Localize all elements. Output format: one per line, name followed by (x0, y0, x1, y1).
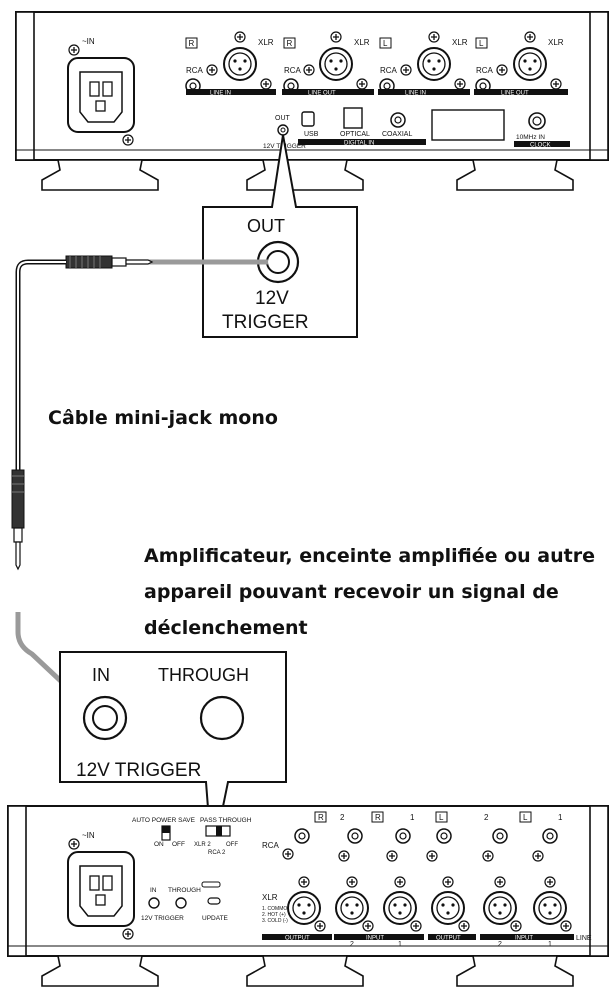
svg-text:IN: IN (150, 887, 157, 894)
svg-text:RCA: RCA (262, 841, 280, 850)
svg-text:L: L (479, 39, 484, 48)
svg-text:CLOCK: CLOCK (530, 143, 551, 149)
svg-text:ON: ON (154, 841, 164, 848)
bottom-output-l: L OUTPUT (426, 811, 476, 942)
bottom-device-rear-panel: ~IN AUTO POWER SAVE ON OFF PASS THROUGH … (7, 805, 609, 987)
svg-text:12V TRIGGER: 12V TRIGGER (141, 915, 184, 922)
svg-text:OUTPUT: OUTPUT (436, 936, 461, 942)
device-caption-line-3: déclenchement (144, 617, 308, 639)
top-callout-trigger-out: OUT 12V TRIGGER (202, 134, 358, 338)
svg-text:1. COMMON: 1. COMMON (262, 906, 291, 912)
svg-text:R: R (318, 813, 324, 822)
svg-text:LINE OUT: LINE OUT (308, 91, 336, 97)
svg-text:2: 2 (484, 813, 489, 822)
svg-text:RCA 2: RCA 2 (208, 850, 226, 856)
svg-text:COAXIAL: COAXIAL (382, 131, 412, 138)
top-foot-right (456, 159, 574, 191)
svg-text:LINE OUT: LINE OUT (501, 91, 529, 97)
top-blank-plate (431, 109, 505, 141)
svg-text:DIGITAL IN: DIGITAL IN (344, 141, 374, 147)
svg-text:1: 1 (398, 941, 402, 948)
bottom-foot-left (41, 955, 159, 987)
svg-text:IN: IN (92, 665, 110, 685)
svg-text:1: 1 (548, 941, 552, 948)
bottom-pass-through: PASS THROUGH XLR 2 OFF RCA 2 (194, 817, 252, 856)
top-foot-left (41, 159, 159, 191)
cable-label: Câble mini-jack mono (48, 407, 278, 429)
top-foot-middle (246, 159, 364, 191)
bottom-ac-inlet: ~IN (67, 831, 135, 940)
svg-text:12V: 12V (255, 288, 289, 309)
bottom-output-r: RCA R XLR 1. COMMON 2. HOT (+) 3. COLD (… (262, 811, 332, 942)
svg-text:THROUGH: THROUGH (158, 665, 249, 685)
svg-text:AUTO POWER SAVE: AUTO POWER SAVE (132, 817, 196, 824)
svg-text:RCA: RCA (380, 66, 398, 75)
mono-mini-jack-cable (11, 255, 268, 718)
svg-text:L: L (439, 813, 444, 822)
svg-text:XLR: XLR (262, 893, 278, 902)
svg-text:USB: USB (304, 131, 319, 138)
bottom-trigger-jacks: IN THROUGH 12V TRIGGER UPDATE (141, 881, 229, 922)
svg-text:XLR: XLR (258, 38, 274, 47)
top-line-in-r: R RCA XLR LINE IN (185, 31, 276, 97)
bottom-auto-power-save: AUTO POWER SAVE ON OFF (132, 817, 196, 848)
svg-text:3. COLD (-): 3. COLD (-) (262, 918, 288, 924)
svg-text:OUTPUT: OUTPUT (285, 936, 310, 942)
bottom-foot-middle (246, 955, 364, 987)
device-caption-line-2: appareil pouvant recevoir un signal de (144, 581, 559, 603)
svg-text:2. HOT (+): 2. HOT (+) (262, 912, 286, 918)
svg-text:XLR 2: XLR 2 (194, 842, 211, 848)
top-line-out-l: L RCA XLR LINE OUT (474, 31, 568, 97)
svg-text:OPTICAL: OPTICAL (340, 131, 370, 138)
svg-text:2: 2 (340, 813, 345, 822)
svg-text:INPUT: INPUT (515, 936, 533, 942)
svg-text:1: 1 (558, 813, 563, 822)
svg-text:L: L (523, 813, 528, 822)
svg-text:UPDATE: UPDATE (202, 915, 229, 922)
svg-text:R: R (287, 39, 293, 48)
svg-text:XLR: XLR (354, 38, 370, 47)
svg-text:R: R (189, 39, 195, 48)
svg-text:TRIGGER: TRIGGER (222, 312, 309, 333)
svg-text:INPUT: INPUT (366, 936, 384, 942)
top-clock-in: 10MHz IN CLOCK (514, 112, 570, 149)
bottom-foot-right (456, 955, 574, 987)
svg-text:12V TRIGGER: 12V TRIGGER (76, 760, 201, 781)
bottom-input-r: 2 R 1 2 1 INPUT (334, 811, 424, 948)
callout-through-jack (199, 695, 245, 741)
svg-text:OUT: OUT (247, 216, 285, 236)
svg-text:2: 2 (350, 941, 354, 948)
svg-text:10MHz IN: 10MHz IN (516, 134, 545, 141)
bottom-callout-trigger-in: IN THROUGH 12V TRIGGER (59, 651, 287, 861)
bottom-input-l: 2 L 1 2 1 INPUT LINE (480, 811, 592, 948)
svg-text:LINE: LINE (576, 935, 592, 942)
svg-text:OFF: OFF (226, 842, 238, 848)
svg-text:RCA: RCA (476, 66, 494, 75)
svg-text:OFF: OFF (172, 841, 185, 848)
top-device-rear-panel: ~IN R RCA XLR LINE IN R RCA XLR (15, 11, 609, 191)
svg-text:LINE IN: LINE IN (210, 91, 231, 97)
svg-text:PASS THROUGH: PASS THROUGH (200, 817, 252, 824)
svg-text:R: R (375, 813, 381, 822)
svg-text:2: 2 (498, 941, 502, 948)
svg-text:THROUGH: THROUGH (168, 887, 201, 894)
device-caption-line-1: Amplificateur, enceinte amplifiée ou aut… (144, 545, 595, 567)
svg-text:XLR: XLR (452, 38, 468, 47)
top-line-out-r: R RCA XLR LINE OUT (282, 31, 374, 97)
top-ac-inlet: ~IN (67, 37, 135, 146)
svg-text:~IN: ~IN (82, 37, 95, 46)
svg-text:XLR: XLR (548, 38, 564, 47)
svg-text:RCA: RCA (284, 66, 302, 75)
svg-text:LINE IN: LINE IN (405, 91, 426, 97)
svg-text:L: L (383, 39, 388, 48)
svg-text:~IN: ~IN (82, 831, 95, 840)
top-line-in-l: L RCA XLR LINE IN (378, 31, 470, 97)
svg-text:1: 1 (410, 813, 415, 822)
svg-text:RCA: RCA (186, 66, 204, 75)
svg-text:OUT: OUT (275, 115, 291, 122)
top-digital-in: USB OPTICAL COAXIAL DIGITAL IN (298, 107, 426, 147)
